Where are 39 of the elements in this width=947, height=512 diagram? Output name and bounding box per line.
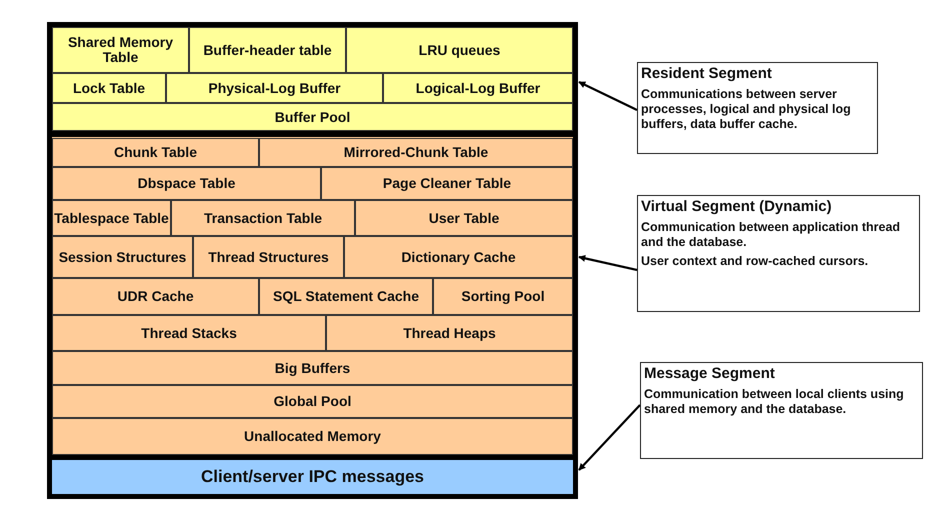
callout-text: Communications between server processes, logical and physical log buffers, data buffer cache. <box>641 87 852 132</box>
memory-block: Buffer Pool <box>52 103 573 131</box>
memory-block: Mirrored-Chunk Table <box>259 138 573 167</box>
memory-block: Thread Stacks <box>52 315 326 351</box>
memory-block: Global Pool <box>52 385 573 418</box>
memory-block: Shared Memory Table <box>52 27 189 73</box>
memory-block: Buffer-header table <box>189 27 346 73</box>
arrow <box>578 254 638 272</box>
memory-block: Session Structures <box>52 236 193 278</box>
callout-heading: Message Segment <box>644 365 776 383</box>
memory-block: Transaction Table <box>171 200 355 236</box>
callout-heading: Resident Segment <box>641 65 773 83</box>
callout-text: Communication between application thread and the database. <box>641 220 902 250</box>
memory-block: SQL Statement Cache <box>259 278 433 315</box>
memory-block: Lock Table <box>52 73 166 103</box>
memory-block: Thread Heaps <box>326 315 573 351</box>
memory-block: Page Cleaner Table <box>321 167 573 200</box>
memory-block: Dbspace Table <box>52 167 321 200</box>
memory-segment <box>47 22 578 135</box>
callout-box <box>640 362 923 459</box>
callout-box <box>637 195 920 312</box>
memory-block: Unallocated Memory <box>52 418 573 455</box>
memory-block: LRU queues <box>346 27 573 73</box>
memory-block: Tablespace Table <box>52 200 171 236</box>
memory-block: Dictionary Cache <box>344 236 573 278</box>
callout-text: Communication between local clients using shared memory and the database. <box>644 387 905 417</box>
memory-block: Physical-Log Buffer <box>166 73 383 103</box>
callout-box <box>637 62 878 154</box>
arrow <box>578 404 641 471</box>
callout-heading: Virtual Segment (Dynamic) <box>641 198 833 216</box>
memory-block: Thread Structures <box>193 236 344 278</box>
arrow <box>578 81 638 111</box>
memory-block: User Table <box>355 200 573 236</box>
memory-block: Sorting Pool <box>433 278 573 315</box>
memory-block: Logical-Log Buffer <box>383 73 573 103</box>
memory-block: UDR Cache <box>52 278 259 315</box>
memory-block: Big Buffers <box>52 351 573 385</box>
memory-block: Chunk Table <box>52 138 259 167</box>
callout-text: User context and row-cached cursors. <box>641 254 870 269</box>
